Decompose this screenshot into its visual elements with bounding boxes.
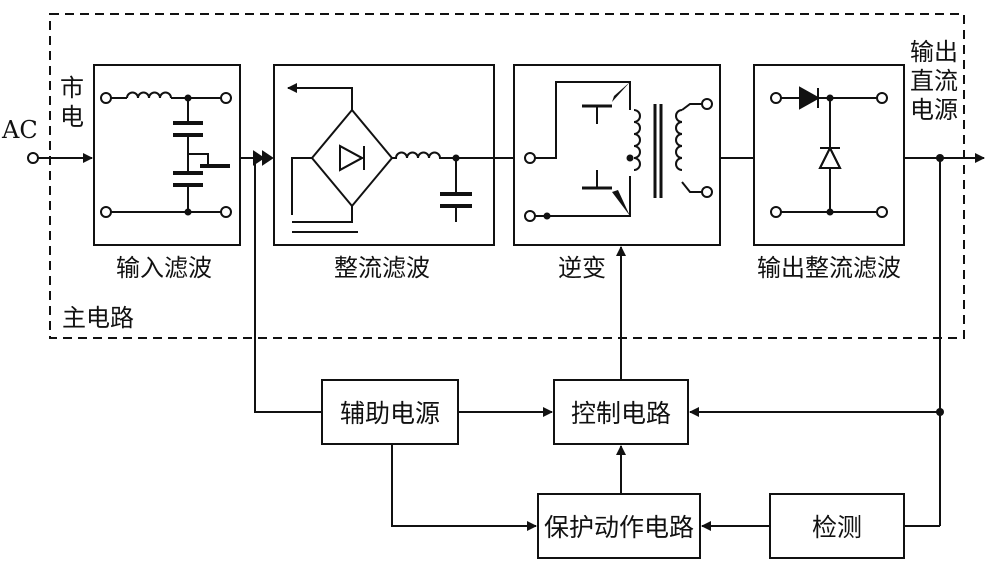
aux-power-label: 辅助电源 <box>339 399 440 428</box>
input-filter-label: 输入滤波 <box>116 254 212 282</box>
freewheel-diode <box>818 145 842 169</box>
output-dc-label: 输出直流电源 <box>910 38 958 124</box>
main-circuit-label: 主电路 <box>62 304 134 332</box>
rectifier-filter-block <box>273 64 495 246</box>
protection-circuit-block <box>537 493 701 559</box>
transformer-primary <box>633 109 641 171</box>
bridge-rectifier <box>310 108 394 208</box>
transformer-secondary <box>675 109 683 171</box>
rectifier-filter-label: 整流滤波 <box>334 254 430 282</box>
main-circuit-boundary <box>49 13 965 339</box>
input-filter-block <box>93 64 241 246</box>
rectifier-inductor <box>392 151 456 159</box>
detection-label: 检测 <box>811 513 862 542</box>
output-rectifier-block <box>753 64 905 246</box>
protection-circuit-label: 保护动作电路 <box>543 513 694 542</box>
ac-label: AC <box>2 116 38 144</box>
output-rectifier-label: 输出整流滤波 <box>757 254 901 282</box>
inverter-label: 逆变 <box>558 254 606 282</box>
control-circuit-label: 控制电路 <box>570 399 671 428</box>
mains-label: 市电 <box>60 74 84 131</box>
input-inductor <box>126 91 172 99</box>
inverter-block <box>513 64 721 246</box>
ac-input-terminal <box>27 152 39 164</box>
